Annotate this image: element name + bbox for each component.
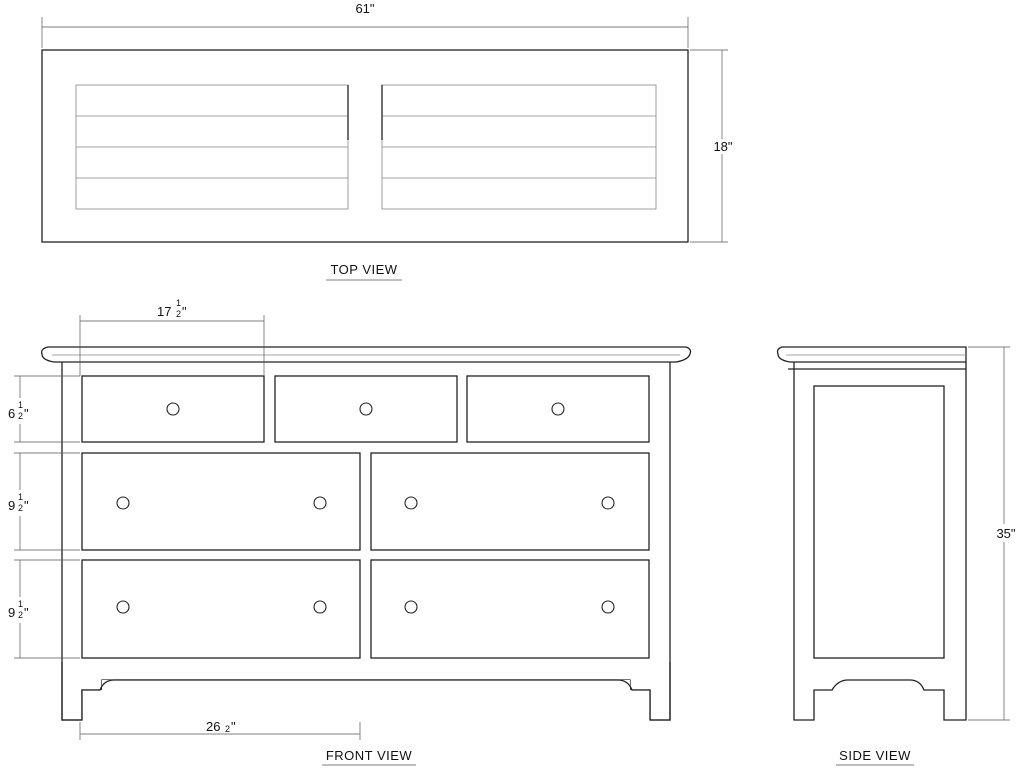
inch-mark: "	[24, 605, 29, 620]
height-dimension: 35"	[968, 346, 1022, 721]
top-drawer-left	[81, 375, 265, 443]
fraction-denominator: 2	[18, 411, 23, 421]
top-drawer-right	[466, 375, 650, 443]
knob-icon	[116, 600, 130, 614]
middle-drawer-left	[81, 452, 361, 551]
top-drawer-height-dimension: 6 1 2 "	[6, 375, 80, 443]
mid-drawer-height-whole: 9	[8, 498, 15, 513]
overall-width-label: 61"	[355, 1, 374, 16]
knob-icon	[601, 600, 615, 614]
inch-mark: "	[24, 498, 29, 513]
fraction-numerator: 1	[18, 492, 23, 502]
knob-icon	[313, 496, 327, 510]
fraction-denominator: 2	[176, 309, 181, 319]
top-drawer-center	[274, 375, 458, 443]
depth-dimension: 18"	[690, 49, 736, 243]
knob-icon	[404, 600, 418, 614]
front-apron	[61, 662, 671, 721]
side-view-caption: SIDE VIEW	[839, 748, 911, 763]
front-view-caption: FRONT VIEW	[326, 748, 413, 763]
top-drawer-width-whole: 17	[157, 304, 171, 319]
fraction-numerator: 1	[18, 599, 23, 609]
knob-icon	[359, 402, 373, 416]
bottom-drawer-height-whole: 9	[8, 605, 15, 620]
fraction-numerator: 1	[18, 400, 23, 410]
front-cabinet-body	[61, 362, 671, 721]
top-drawer-width-dimension: 17 1 2 "	[79, 298, 265, 376]
top-view-caption: TOP VIEW	[330, 262, 397, 277]
bottom-drawer-right	[370, 559, 650, 659]
fraction-denominator: 2	[225, 724, 230, 734]
side-view: 35" SIDE VIEW	[776, 346, 1022, 766]
knob-icon	[116, 496, 130, 510]
bottom-drawer-height-dimension: 9 1 2 "	[6, 559, 80, 659]
knob-icon	[313, 600, 327, 614]
bottom-drawer-left	[81, 559, 361, 659]
depth-label: 18"	[713, 139, 732, 154]
top-drawer-height-whole: 6	[8, 406, 15, 421]
middle-drawer-right	[370, 452, 650, 551]
top-left-drawer-outline	[75, 84, 349, 210]
overall-width-dimension: 61"	[41, 1, 689, 48]
side-cabinet-body	[793, 362, 967, 721]
top-view: 61" 18" TOP VIEW	[41, 1, 736, 281]
height-label: 35"	[996, 526, 1015, 541]
fraction-denominator: 2	[18, 610, 23, 620]
side-crown-molding	[776, 346, 967, 363]
front-crown-molding	[40, 346, 692, 363]
top-surface-outline	[41, 49, 689, 243]
top-right-drawer-outline	[381, 84, 657, 210]
side-panel	[813, 385, 945, 659]
knob-icon	[551, 402, 565, 416]
knob-icon	[166, 402, 180, 416]
middle-drawer-height-dimension: 9 1 2 "	[6, 452, 80, 551]
fraction-denominator: 2	[18, 503, 23, 513]
knob-icon	[601, 496, 615, 510]
inch-mark: "	[24, 406, 29, 421]
inch-mark: "	[182, 304, 187, 319]
large-drawer-width-whole: 26	[206, 719, 220, 734]
inch-mark: "	[231, 719, 236, 734]
knob-icon	[404, 496, 418, 510]
fraction-numerator: 1	[176, 298, 181, 308]
